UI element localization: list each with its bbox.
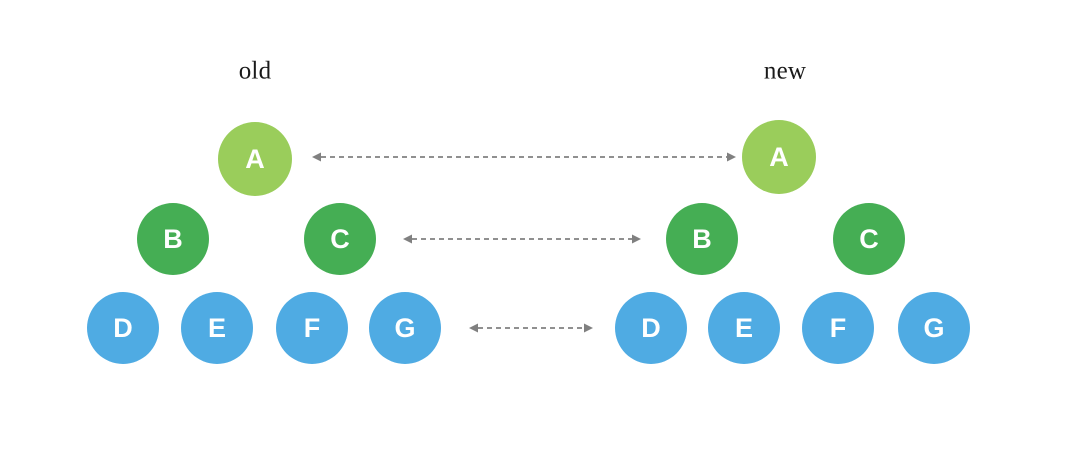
- node-label: A: [245, 143, 265, 174]
- node-old-g: G: [369, 292, 441, 364]
- node-old-d: D: [87, 292, 159, 364]
- node-new-b: B: [666, 203, 738, 275]
- tree-label-old: old: [238, 57, 272, 85]
- node-label: C: [330, 223, 350, 254]
- tree-label-new: new: [763, 57, 807, 85]
- node-label: G: [923, 312, 945, 343]
- node-label: D: [113, 312, 133, 343]
- arrow-level-0: [312, 152, 736, 162]
- arrowhead-left: [469, 323, 478, 333]
- arrow-level-1: [403, 234, 641, 244]
- node-label: B: [163, 223, 183, 254]
- node-old-f: F: [276, 292, 348, 364]
- node-label: A: [769, 141, 789, 172]
- node-new-g: G: [898, 292, 970, 364]
- node-old-e: E: [181, 292, 253, 364]
- node-label: D: [641, 312, 661, 343]
- node-new-f: F: [802, 292, 874, 364]
- node-old-c: C: [304, 203, 376, 275]
- arrowhead-left: [403, 234, 412, 244]
- arrowhead-right: [632, 234, 641, 244]
- node-label: E: [734, 312, 753, 343]
- node-old-b: B: [137, 203, 209, 275]
- node-new-a: A: [742, 120, 816, 194]
- node-old-a: A: [218, 122, 292, 196]
- node-label: E: [207, 312, 226, 343]
- node-label: C: [859, 223, 879, 254]
- arrow-level-2: [469, 323, 593, 333]
- node-new-e: E: [708, 292, 780, 364]
- arrowhead-left: [312, 152, 321, 162]
- node-label: F: [303, 312, 321, 343]
- arrowhead-right: [584, 323, 593, 333]
- node-new-c: C: [833, 203, 905, 275]
- node-label: B: [692, 223, 712, 254]
- node-label: F: [829, 312, 847, 343]
- node-label: G: [394, 312, 416, 343]
- node-new-d: D: [615, 292, 687, 364]
- arrowhead-right: [727, 152, 736, 162]
